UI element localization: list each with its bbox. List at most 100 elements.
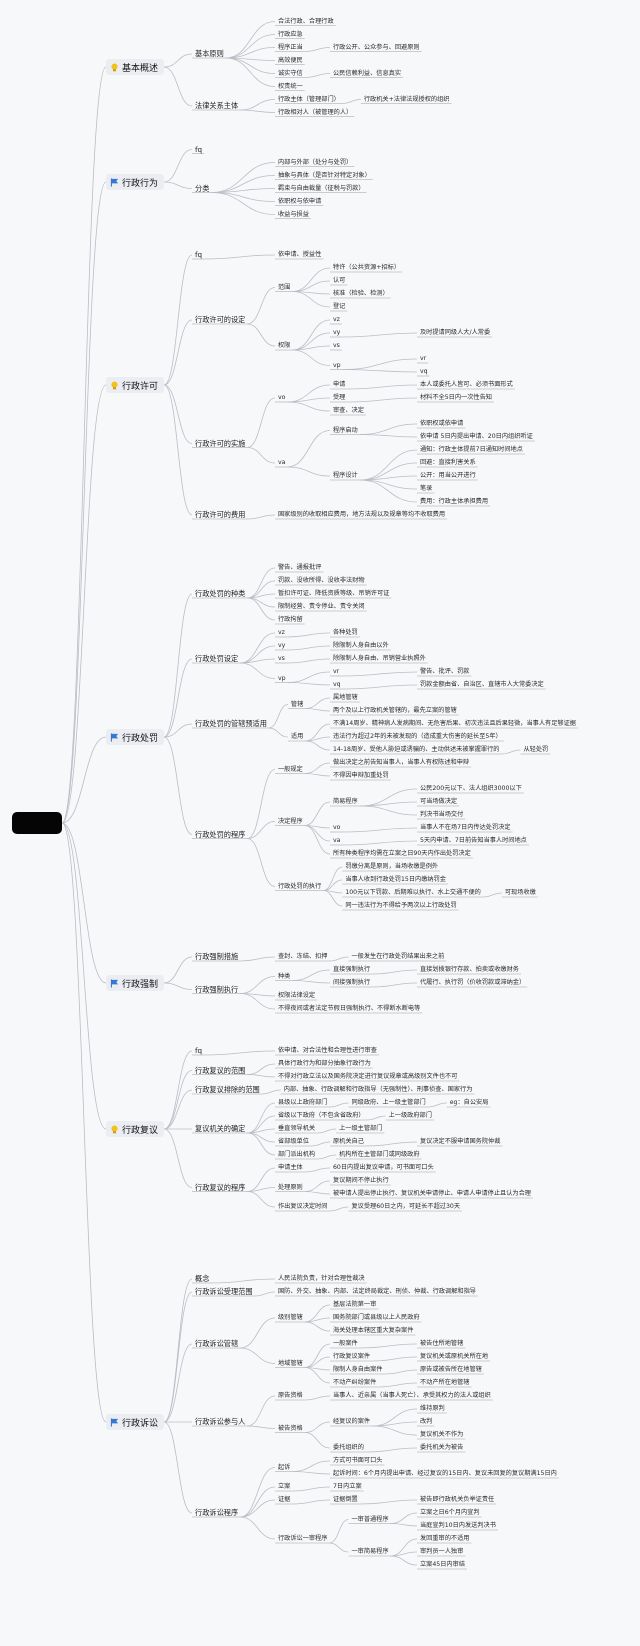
leaf-node[interactable]: 材料不全5日内一次性告知	[420, 394, 492, 401]
leaf-node[interactable]: 属地管辖	[333, 694, 358, 701]
leaf-node[interactable]: 行政应急	[278, 30, 303, 38]
leaf-node[interactable]: 复议决定不服申请国务院仲裁	[420, 1138, 501, 1145]
leaf-node[interactable]: 证据倒置	[333, 1496, 358, 1503]
leaf-node[interactable]: 适用	[290, 733, 304, 740]
leaf-node[interactable]: 7日内立案	[333, 1483, 362, 1490]
branch-node[interactable]: 行政许可的实施	[195, 438, 246, 448]
branch-node[interactable]: 法律关系主体	[195, 101, 239, 110]
leaf-node[interactable]: 一般案件	[333, 1340, 358, 1347]
leaf-node[interactable]: 查封、冻结、扣押	[278, 953, 328, 960]
leaf-node[interactable]: 程序启动	[333, 426, 358, 434]
leaf-node[interactable]: vy	[333, 329, 341, 336]
topic-1[interactable]: 基本概述	[106, 59, 165, 75]
leaf-node[interactable]: 委托组织的	[333, 1444, 364, 1451]
leaf-node[interactable]: 国防、外交、抽象、内部、法定终局裁定、刑侦、仲裁、行政调解和指导	[278, 1288, 476, 1295]
leaf-node[interactable]: 内部、抽象、行政调解和行政指导（无强制性）、刑事侦查、国家行为	[283, 1086, 473, 1093]
leaf-node[interactable]: 人民法院负责，针对合理性裁决	[278, 1275, 365, 1282]
leaf-node[interactable]: 不动产所在地管辖	[420, 1379, 470, 1386]
leaf-node[interactable]: 依职权与依申请	[278, 197, 322, 205]
leaf-node[interactable]: 起诉时间：6个月内提出申请、经过复议的15日内、复议未回复的复议期满15日内	[333, 1470, 557, 1477]
leaf-node[interactable]: 公民200元以下、法人组织3000以下	[420, 785, 522, 792]
branch-node[interactable]: 行政许可的费用	[195, 510, 246, 519]
leaf-node[interactable]: 原告资格	[278, 1392, 303, 1399]
leaf-node[interactable]: 高效便民	[278, 56, 303, 64]
leaf-node[interactable]: 受理	[333, 394, 346, 401]
leaf-node[interactable]: 一般规定	[278, 765, 303, 773]
branch-node[interactable]: 行政诉讼管辖	[195, 1339, 239, 1348]
leaf-node[interactable]: 地域管辖	[278, 1359, 303, 1367]
leaf-node[interactable]: 行政机关+法律法规授权的组织	[363, 95, 450, 103]
branch-node[interactable]: 行政诉讼参与人	[195, 1417, 246, 1426]
leaf-node[interactable]: 所有种类程序均需在立案之日90天内作出处罚决定	[333, 850, 471, 857]
leaf-node[interactable]: 垂直领导机关	[278, 1125, 316, 1132]
leaf-node[interactable]: 行政复议案件	[333, 1353, 371, 1360]
leaf-node[interactable]: 程序设计	[333, 472, 358, 479]
leaf-node[interactable]: vr	[420, 355, 427, 362]
leaf-node[interactable]: 改判	[420, 1418, 433, 1425]
leaf-node[interactable]: 两个及以上行政机关管辖的，最先立案的管辖	[333, 707, 457, 714]
leaf-node[interactable]: 委托机关为被告	[420, 1444, 464, 1451]
leaf-node[interactable]: 不动产纠纷案件	[333, 1379, 377, 1386]
leaf-node[interactable]: 公民信赖利益、信息真实	[333, 69, 402, 77]
branch-node[interactable]: 分类	[195, 183, 210, 193]
leaf-node[interactable]: 行政处罚的执行	[278, 882, 322, 890]
leaf-node[interactable]: 内部与外部（处分与处罚）	[278, 158, 353, 166]
leaf-node[interactable]: 权限法律设定	[278, 992, 316, 999]
branch-node[interactable]: 复议机关的确定	[195, 1124, 246, 1133]
leaf-node[interactable]: 核准（检验、检测）	[333, 290, 389, 297]
leaf-node[interactable]: 立案45日内审结	[420, 1561, 465, 1568]
leaf-node[interactable]: vq	[420, 368, 428, 375]
leaf-node[interactable]: 范围	[278, 283, 291, 291]
leaf-node[interactable]: 限制经营、责令停业、责令关闭	[278, 603, 365, 610]
leaf-node[interactable]: 行政主体（管理部门）	[278, 95, 340, 103]
leaf-node[interactable]: 申请主体	[278, 1164, 303, 1171]
branch-node[interactable]: 行政强制执行	[195, 984, 239, 994]
leaf-node[interactable]: vo	[278, 394, 286, 401]
leaf-node[interactable]: 省级以下政府（不包含省政府）	[278, 1112, 365, 1119]
leaf-node[interactable]: 60日内提出复议申请，可书面可口头	[333, 1164, 434, 1171]
leaf-node[interactable]: 上一级政府部门	[388, 1112, 432, 1119]
leaf-node[interactable]: 认可	[333, 277, 346, 284]
leaf-node[interactable]: vz	[278, 629, 285, 636]
leaf-node[interactable]: 登记	[333, 303, 346, 310]
leaf-node[interactable]: 可现场收缴	[504, 889, 536, 896]
topic-3[interactable]: 行政许可	[106, 377, 165, 393]
leaf-node[interactable]: 限制人身自由案件	[333, 1366, 383, 1373]
leaf-node[interactable]: 抽象与具体（是否针对特定对象）	[278, 171, 371, 179]
leaf-node[interactable]: 复议受理60日之内，可延长不超过30天	[351, 1203, 461, 1210]
leaf-node[interactable]: 申请	[333, 381, 346, 388]
leaf-node[interactable]: 立案之日6个月内宣判	[420, 1509, 480, 1516]
leaf-node[interactable]: 依申请、授益性	[278, 251, 322, 258]
leaf-node[interactable]: 种类	[278, 972, 291, 980]
leaf-node[interactable]: 机构所在主管部门或同级政府	[339, 1151, 420, 1158]
leaf-node[interactable]: vo	[333, 824, 341, 831]
leaf-node[interactable]: 省部级单位	[278, 1138, 309, 1145]
leaf-node[interactable]: 直接划拨银行存款、拍卖或收缴财务	[420, 966, 519, 973]
leaf-node[interactable]: 一审简易程序	[351, 1548, 389, 1555]
leaf-node[interactable]: 不满14周岁、精神病人发病期间、无危害后果、初次违法且后果轻微，当事人有足够证据	[333, 720, 576, 727]
leaf-node[interactable]: 决定程序	[278, 817, 303, 825]
leaf-node[interactable]: 特许（公共资源+招标）	[333, 264, 401, 271]
branch-node[interactable]: 行政处罚设定	[195, 654, 239, 663]
branch-node[interactable]: 行政处罚的程序	[195, 829, 246, 839]
branch-node[interactable]: 行政处罚的种类	[195, 589, 246, 598]
branch-node[interactable]: 行政复议的程序	[195, 1182, 246, 1192]
leaf-node[interactable]: 暂扣许可证、降低资质等级、吊销许可证	[278, 590, 390, 597]
leaf-node[interactable]: 依申请 5日内提出申请、20日内组织听证	[420, 433, 533, 440]
leaf-node[interactable]: 收益与损益	[278, 210, 309, 218]
leaf-node[interactable]: 方式可书面可口头	[333, 1457, 383, 1464]
leaf-node[interactable]: 部门派出机构	[278, 1151, 316, 1158]
leaf-node[interactable]: 复议机关或原机关所在地	[420, 1353, 489, 1360]
topic-5[interactable]: 行政强制	[106, 975, 165, 991]
leaf-node[interactable]: 直接强制执行	[333, 966, 371, 973]
leaf-node[interactable]: 权责统一	[278, 82, 303, 90]
leaf-node[interactable]: 同级政府、上一级主管部门	[351, 1099, 426, 1106]
leaf-node[interactable]: 经复议的案件	[333, 1418, 371, 1425]
topic-7[interactable]: 行政诉讼	[106, 1414, 165, 1430]
leaf-node[interactable]: 回避：直接利害关系	[420, 459, 476, 466]
leaf-node[interactable]: 审判员一人独审	[420, 1548, 464, 1555]
leaf-node[interactable]: 原机关自己	[333, 1138, 364, 1145]
leaf-node[interactable]: 罚款、没收所得、没收非法财物	[278, 577, 365, 584]
leaf-node[interactable]: 被告即行政机关负举证责任	[420, 1496, 495, 1503]
branch-node[interactable]: fq	[195, 250, 203, 259]
